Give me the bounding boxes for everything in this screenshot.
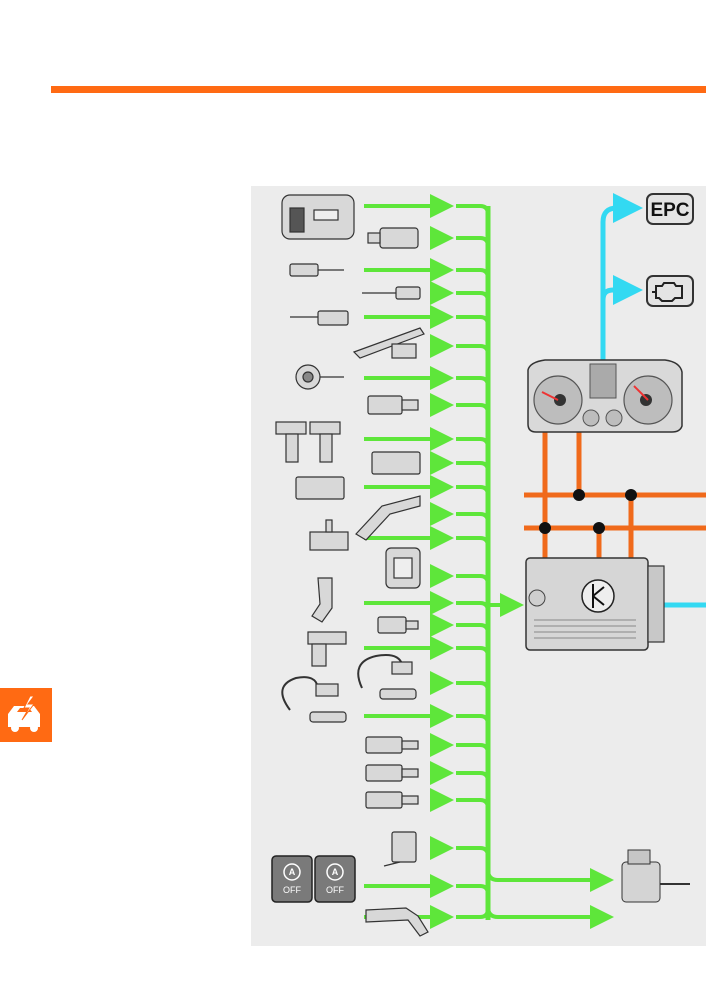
lambda-probe-icon-1 — [357, 654, 417, 700]
switch-state-2: OFF — [326, 885, 344, 895]
accelerator-pedal-icon — [352, 327, 425, 359]
data-bus — [524, 432, 706, 560]
speed-sensor-icon-2 — [295, 476, 345, 500]
connector-sensor-icon-1 — [367, 227, 419, 249]
ecu-input-arrows — [490, 593, 614, 929]
angled-sensor-icon — [311, 577, 333, 623]
bracket-sensor-icon — [309, 519, 349, 551]
temp-sensor-icon-1 — [367, 395, 419, 415]
pressure-sensor-icon-2 — [365, 764, 419, 782]
side-tab-icon — [0, 688, 52, 742]
pressure-sensor-icon-1 — [365, 736, 419, 754]
auto-off-switch-2[interactable]: A OFF — [314, 855, 356, 903]
sensor-components — [275, 194, 429, 937]
pedal-sensor-icon-2 — [362, 286, 421, 300]
hall-sensor-icon-1 — [275, 421, 307, 463]
lambda-probe-icon-2 — [281, 676, 347, 723]
hall-sensor-icon-2 — [309, 421, 341, 463]
pressure-sensor-icon-3 — [365, 791, 419, 809]
clutch-switch-icon — [383, 831, 417, 867]
map-sensor-icon — [385, 547, 421, 589]
throttle-actuator-icon — [621, 849, 690, 903]
trunk-joins — [456, 204, 490, 919]
pedal-sensor-icon-1 — [289, 263, 344, 277]
output-signal-lines — [600, 193, 706, 608]
switch-state-1: OFF — [283, 885, 301, 895]
sensor-signal-arrows — [364, 194, 454, 929]
pipe-sensor-icon — [355, 495, 421, 541]
bus-junctions — [539, 489, 637, 534]
throttle-body-icon — [281, 194, 355, 240]
oil-sensor-icon — [307, 631, 347, 667]
speed-sensor-icon-1 — [371, 451, 421, 475]
instrument-cluster-icon — [527, 359, 683, 433]
cable-sensor-icon — [365, 907, 429, 937]
pedal-sensor-icon-3 — [290, 310, 349, 326]
engine-control-unit-icon — [525, 557, 665, 651]
header-rule — [51, 86, 706, 93]
sensor-signal-arrows-short — [430, 226, 454, 860]
auto-off-switch-1[interactable]: A OFF — [271, 855, 313, 903]
knock-sensor-icon — [295, 364, 344, 390]
epc-warning-lamp: EPC — [646, 193, 694, 225]
temp-sensor-icon-2 — [377, 616, 419, 634]
switch-symbol-1: A — [289, 867, 296, 877]
engine-check-icon — [646, 275, 694, 307]
switch-symbol-2: A — [332, 867, 339, 877]
epc-label: EPC — [650, 200, 689, 221]
